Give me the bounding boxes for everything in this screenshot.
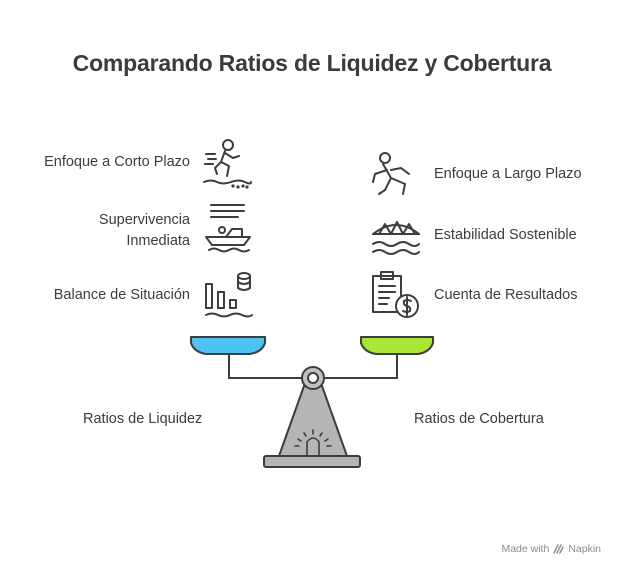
made-with-text: Made with bbox=[501, 543, 550, 555]
scale-base bbox=[263, 455, 361, 468]
left-pan bbox=[190, 336, 266, 355]
page-title: Comparando Ratios de Liquidez y Cobertur… bbox=[72, 50, 552, 76]
right-pan bbox=[360, 336, 434, 355]
label-income-statement: Cuenta de Resultados bbox=[434, 287, 578, 303]
label-immediate-survival: Supervivencia Inmediata bbox=[98, 212, 190, 249]
label-long-term-focus: Enfoque a Largo Plazo bbox=[434, 166, 582, 182]
jumping-person-icon bbox=[203, 138, 253, 190]
napkin-brand-text: Napkin bbox=[568, 543, 601, 555]
label-balance-sheet: Balance de Situación bbox=[53, 287, 190, 303]
scale-stand bbox=[278, 385, 348, 457]
scale-indicator bbox=[294, 429, 332, 457]
napkin-logo-icon bbox=[553, 543, 565, 554]
income-statement-icon bbox=[371, 270, 421, 320]
running-person-icon bbox=[371, 150, 421, 200]
bar-chart-coins-icon bbox=[204, 270, 254, 320]
label-liquidity-ratios: Ratios de Liquidez bbox=[83, 411, 203, 427]
label-coverage-ratios: Ratios de Cobertura bbox=[414, 411, 544, 427]
lifeboat-icon bbox=[204, 203, 254, 253]
footer-branding: Made with Napkin bbox=[501, 543, 601, 555]
label-sustainable-stability: Estabilidad Sostenible bbox=[434, 227, 577, 243]
label-short-term-focus: Enfoque a Corto Plazo bbox=[44, 154, 190, 170]
bridge-icon bbox=[371, 210, 421, 260]
